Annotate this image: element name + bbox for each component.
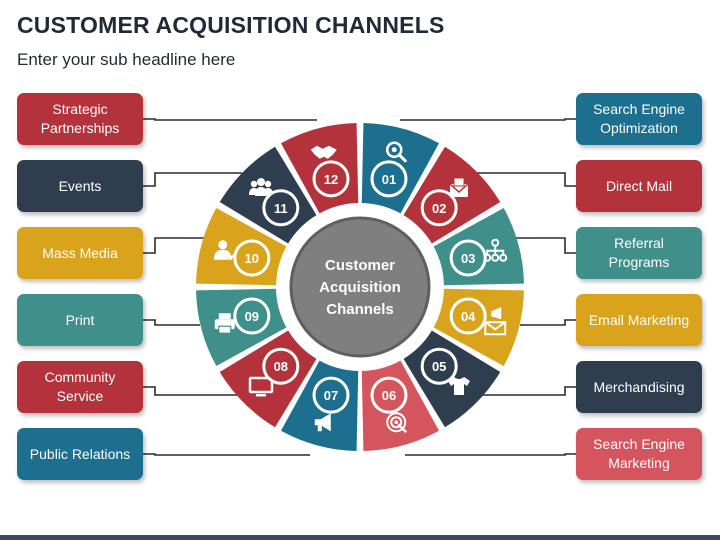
search-gear-icon <box>385 141 407 163</box>
printer-icon <box>214 313 235 334</box>
box-events: Events <box>17 160 143 212</box>
segment-number: 08 <box>274 359 288 374</box>
megaphone-mail-icon <box>484 307 507 336</box>
segment-number: 10 <box>245 251 259 266</box>
box-public-relations: Public Relations <box>17 428 143 480</box>
box-label: Referral Programs <box>608 235 670 270</box>
segment-number-badge: 09 <box>233 297 271 335</box>
wheel-segment-10: 10 <box>196 207 287 286</box>
segment-number: 04 <box>461 309 476 324</box>
segment-number-badge: 02 <box>420 189 458 227</box>
segment-number-badge: 12 <box>312 160 350 198</box>
connector-line-right <box>405 453 576 456</box>
handshake-icon <box>310 145 337 159</box>
target-icon <box>386 412 408 434</box>
center-label-line: Customer <box>325 257 395 274</box>
box-email-marketing: Email Marketing <box>576 294 702 346</box>
box-label: Community Service <box>44 369 116 404</box>
connector-line-left <box>143 118 317 121</box>
box-search-engine-optimization: Search Engine Optimization <box>576 93 702 145</box>
connector-line-left <box>143 453 310 456</box>
box-label: Print <box>65 311 95 328</box>
connector-line-right <box>475 172 576 187</box>
connector-line-left <box>143 386 240 396</box>
tshirt-icon <box>447 376 470 395</box>
mail-icon <box>449 177 469 198</box>
wheel-segments: 01 02 03 04 05 06 07 08 09 10 11 12 <box>196 123 524 451</box>
segment-number-badge: 05 <box>420 347 458 385</box>
box-label: Strategic Partnerships <box>40 101 120 136</box>
box-strategic-partnerships: Strategic Partnerships <box>17 93 143 145</box>
person-check-icon <box>213 240 237 261</box>
box-label: Mass Media <box>42 244 118 261</box>
box-community-service: Community Service <box>17 361 143 413</box>
segment-number: 12 <box>324 172 338 187</box>
connector-line-right <box>520 319 576 326</box>
segment-number-badge: 11 <box>262 189 300 227</box>
wheel-segment-09: 09 <box>196 288 287 367</box>
wheel-segment-06: 06 <box>361 360 440 451</box>
wheel-segment-07: 07 <box>280 360 359 451</box>
segment-number-badge: 07 <box>312 376 350 414</box>
megaphone-icon <box>314 413 331 432</box>
box-direct-mail: Direct Mail <box>576 160 702 212</box>
box-label: Search Engine Optimization <box>593 101 685 136</box>
box-label: Direct Mail <box>605 177 673 194</box>
connector-line-right <box>400 118 576 121</box>
segment-number: 09 <box>245 309 259 324</box>
segment-number: 06 <box>382 388 396 403</box>
box-print: Print <box>17 294 143 346</box>
page-title: CUSTOMER ACQUISITION CHANNELS <box>17 12 445 38</box>
box-label: Events <box>58 177 102 194</box>
center-label-line: Acquisition <box>319 279 401 296</box>
segment-number-badge: 10 <box>233 239 271 277</box>
box-label: Public Relations <box>29 445 131 462</box>
wheel-segment-12: 12 <box>280 123 359 214</box>
wheel-segment-02: 02 <box>403 146 501 244</box>
page-subtitle: Enter your sub headline here <box>17 50 236 69</box>
box-label: Search Engine Marketing <box>593 436 685 471</box>
segment-number: 11 <box>274 201 288 216</box>
connector-line-left <box>143 237 205 254</box>
wheel-segment-08: 08 <box>219 330 317 428</box>
wheel-segment-04: 04 <box>433 288 524 367</box>
segment-number-badge: 06 <box>370 376 408 414</box>
box-mass-media: Mass Media <box>17 227 143 279</box>
segment-number-badge: 01 <box>370 160 408 198</box>
segment-number-badge: 08 <box>262 347 300 385</box>
box-label: Email Marketing <box>588 311 690 328</box>
segment-number-badge: 04 <box>449 297 487 335</box>
wheel-segment-05: 05 <box>403 330 501 428</box>
segment-number: 03 <box>461 251 475 266</box>
segment-number: 05 <box>432 359 446 374</box>
box-label: Merchandising <box>593 378 685 395</box>
connector-line-right <box>515 237 576 254</box>
connector-lines <box>143 118 576 456</box>
connector-line-left <box>143 172 242 187</box>
segment-number: 01 <box>382 172 396 187</box>
box-referral-programs: Referral Programs <box>576 227 702 279</box>
segment-number: 02 <box>432 201 446 216</box>
wheel-segment-11: 11 <box>219 146 317 244</box>
wheel-segment-03: 03 <box>433 207 524 286</box>
box-merchandising: Merchandising <box>576 361 702 413</box>
segment-number-badge: 03 <box>449 239 487 277</box>
bottom-bar <box>0 535 720 540</box>
wheel-segment-01: 01 <box>361 123 440 214</box>
connector-line-right <box>480 386 576 396</box>
connector-line-left <box>143 319 200 326</box>
center-label-line: Channels <box>326 301 394 318</box>
monitor-icon <box>248 376 274 397</box>
center-circle <box>289 216 431 358</box>
segment-number: 07 <box>324 388 338 403</box>
box-search-engine-marketing: Search Engine Marketing <box>576 428 702 480</box>
group-icon <box>249 178 274 197</box>
